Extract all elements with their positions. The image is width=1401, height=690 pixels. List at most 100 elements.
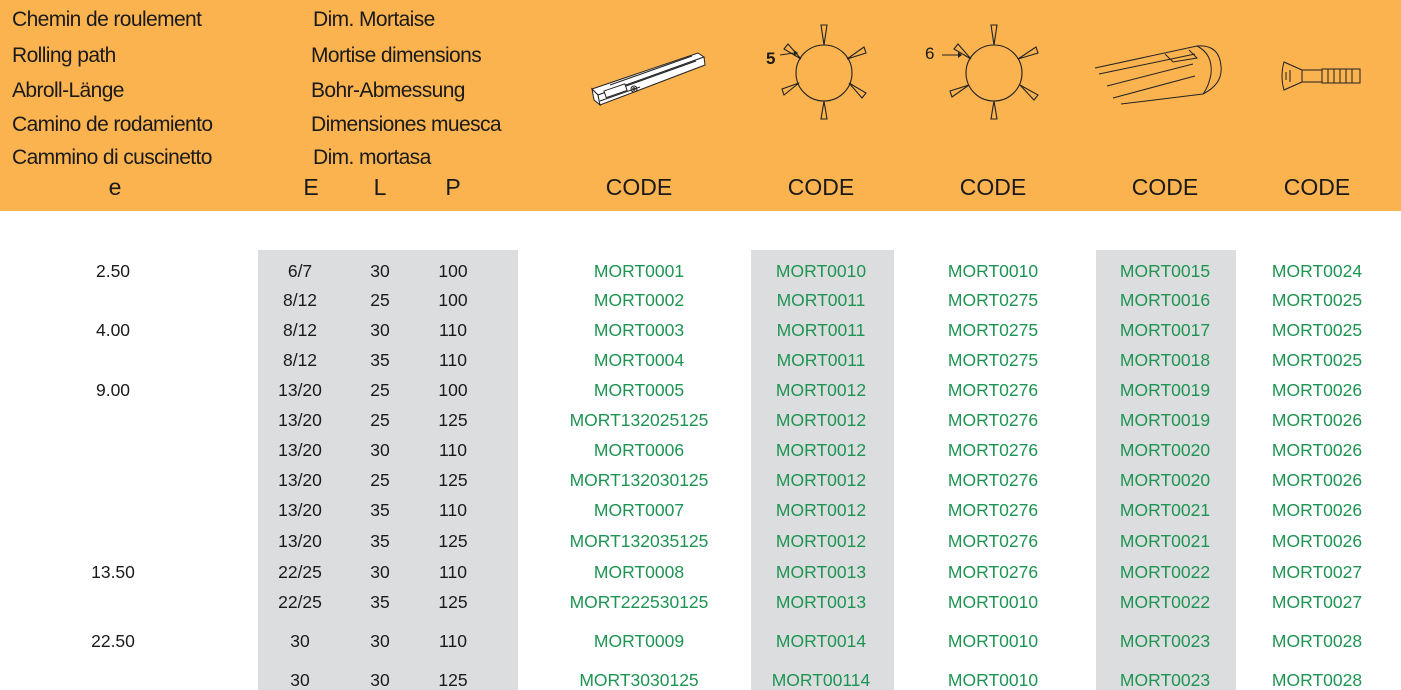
cell-code-1: MORT132035125	[569, 531, 709, 551]
cell-code-3: MORT0275	[947, 320, 1039, 340]
cell-code-3: MORT0276	[947, 500, 1039, 520]
cell-code-2: MORT0013	[775, 562, 867, 582]
col2-label-es: Dimensiones muesca	[311, 113, 502, 136]
cell-L: 35	[370, 531, 390, 551]
cell-code-5: MORT0026	[1271, 380, 1363, 400]
cell-code-4: MORT0020	[1119, 440, 1211, 460]
cell-e: 9.00	[95, 380, 131, 400]
cell-code-3: MORT0010	[947, 670, 1039, 690]
code4-shade-band	[1096, 250, 1236, 690]
cell-E: 22/25	[278, 562, 322, 582]
cell-E: 8/12	[282, 290, 318, 310]
cell-code-1: MORT3030125	[579, 670, 699, 690]
cell-e: 13.50	[91, 562, 135, 582]
code-heading-4: CODE	[1131, 174, 1199, 200]
cell-code-5: MORT0028	[1271, 670, 1363, 690]
cell-code-5: MORT0025	[1271, 320, 1363, 340]
cell-P: 125	[438, 531, 468, 551]
cell-code-4: MORT0015	[1119, 261, 1211, 281]
star-wheel-5-icon	[781, 24, 867, 120]
cell-code-4: MORT0019	[1119, 410, 1211, 430]
cell-code-1: MORT0004	[593, 350, 685, 370]
col-e-heading: e	[108, 174, 122, 200]
cell-code-2: MORT0010	[775, 261, 867, 281]
cell-code-3: MORT0010	[947, 261, 1039, 281]
cell-E: 6/7	[287, 261, 313, 281]
col1-label-fr: Chemin de roulement	[12, 8, 202, 31]
col1-label-de: Abroll-Länge	[12, 79, 124, 102]
cell-E: 8/12	[282, 320, 318, 340]
header-band: Chemin de roulement Rolling path Abroll-…	[0, 0, 1401, 211]
cell-L: 25	[370, 410, 390, 430]
cell-code-5: MORT0025	[1271, 290, 1363, 310]
cell-code-2: MORT0012	[775, 380, 867, 400]
cell-code-5: MORT0026	[1271, 470, 1363, 490]
cell-code-4: MORT0021	[1119, 500, 1211, 520]
screw-icon	[1281, 61, 1361, 91]
cell-e: 4.00	[95, 320, 131, 340]
cell-code-4: MORT0019	[1119, 380, 1211, 400]
cell-code-3: MORT0276	[947, 531, 1039, 551]
col2-label-de: Bohr-Abmessung	[311, 79, 465, 102]
cell-P: 110	[439, 500, 467, 520]
cell-E: 22/25	[278, 592, 322, 612]
cell-code-3: MORT0276	[947, 380, 1039, 400]
cell-code-2: MORT0011	[776, 350, 866, 370]
cell-code-4: MORT0018	[1119, 350, 1211, 370]
cell-L: 25	[370, 380, 390, 400]
code-heading-2: CODE	[787, 174, 855, 200]
cell-code-4: MORT0016	[1119, 290, 1211, 310]
col2-label-en: Mortise dimensions	[311, 44, 482, 67]
cell-P: 110	[439, 350, 467, 370]
cell-code-2: MORT0012	[775, 500, 867, 520]
cell-code-2: MORT0012	[775, 410, 867, 430]
cell-code-4: MORT0022	[1119, 562, 1211, 582]
cell-code-3: MORT0276	[947, 470, 1039, 490]
cell-L: 30	[370, 261, 390, 281]
cover-plate-icon	[1094, 45, 1222, 105]
col1-label-es: Camino de rodamiento	[12, 113, 213, 136]
cell-code-5: MORT0025	[1271, 350, 1363, 370]
cell-code-4: MORT0021	[1119, 531, 1211, 551]
cell-E: 13/20	[278, 531, 322, 551]
cell-P: 100	[438, 380, 468, 400]
cell-code-1: MORT0007	[593, 500, 685, 520]
cell-code-5: MORT0026	[1271, 410, 1363, 430]
code-heading-1: CODE	[605, 174, 673, 200]
cell-code-4: MORT0023	[1119, 631, 1211, 651]
cell-code-4: MORT0017	[1119, 320, 1211, 340]
cell-code-3: MORT0276	[947, 410, 1039, 430]
cell-code-2: MORT0012	[775, 440, 867, 460]
cell-code-3: MORT0010	[947, 631, 1039, 651]
cell-P: 100	[438, 290, 468, 310]
cell-code-5: MORT0028	[1271, 631, 1363, 651]
cell-L: 35	[370, 500, 390, 520]
col2-label-it: Dim. mortasa	[313, 146, 431, 169]
cell-code-1: MORT0008	[593, 562, 685, 582]
cell-L: 30	[370, 670, 390, 690]
cell-L: 25	[370, 470, 390, 490]
cell-E: 30	[290, 670, 310, 690]
cell-e: 2.50	[95, 261, 131, 281]
cell-code-1: MORT0009	[593, 631, 685, 651]
cell-code-2: MORT0014	[775, 631, 867, 651]
cell-code-4: MORT0023	[1119, 670, 1211, 690]
cell-P: 125	[438, 670, 468, 690]
cell-code-1: MORT0001	[593, 261, 685, 281]
cell-P: 110	[439, 562, 467, 582]
cell-code-5: MORT0026	[1271, 500, 1363, 520]
cell-code-3: MORT0275	[947, 350, 1039, 370]
cell-P: 125	[438, 592, 468, 612]
cell-code-5: MORT0027	[1271, 592, 1363, 612]
cell-e: 22.50	[91, 631, 135, 651]
cell-E: 13/20	[278, 440, 322, 460]
cell-P: 125	[438, 410, 468, 430]
cell-code-5: MORT0026	[1271, 531, 1363, 551]
cell-code-2: MORT0012	[775, 470, 867, 490]
col2-label-fr: Dim. Mortaise	[313, 8, 435, 31]
col1-label-en: Rolling path	[12, 44, 116, 67]
col1-label-it: Cammino di cuscinetto	[12, 146, 212, 169]
code-heading-3: CODE	[959, 174, 1027, 200]
cell-code-1: MORT0006	[593, 440, 685, 460]
cell-code-3: MORT0010	[947, 592, 1039, 612]
